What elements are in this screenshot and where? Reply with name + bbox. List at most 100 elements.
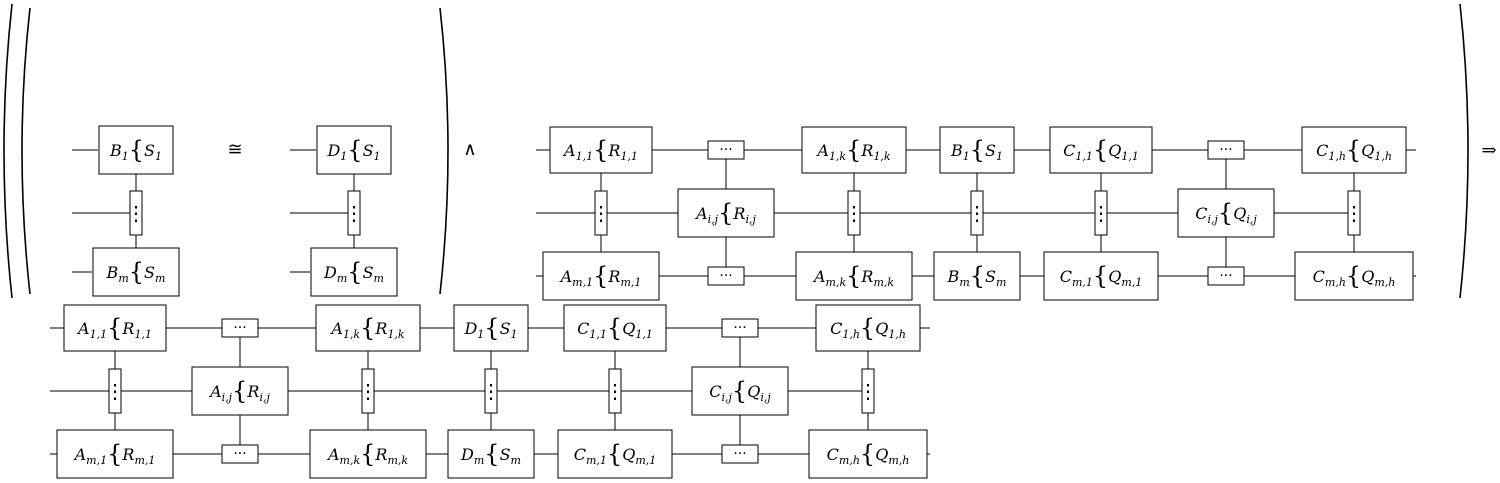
block-label-part: m,h [1325,276,1346,289]
block-label-part: 1,h [888,328,906,341]
block-label-part: m,1 [586,454,607,467]
block-left_D-bottom: Dm{Sm [310,247,398,297]
block-frame [1043,251,1159,301]
block-label-part: m,1 [635,454,656,467]
block-big_top-r3-cmh: Cm,h{Qm,h [1294,251,1414,301]
block-frame [815,304,921,352]
hdots-box: ··· [721,318,759,338]
and-symbol: ∧ [463,139,476,160]
block-frame [563,304,667,352]
block-label-part: { [1093,262,1108,290]
block-label-part: A [815,141,829,160]
block-label-part: 1,k [387,328,404,341]
block-frame [310,247,398,297]
block-big_top-r2-cij: Ci,j{Qi,j [1177,188,1275,238]
block-label-part: S [363,141,374,160]
block-frame [1301,126,1407,174]
vdots-label: ⋮ [358,379,378,403]
block-big_bottom-r3-am1: Am,1{Rm,1 [56,429,174,479]
vdots-box: ⋮ [344,190,364,236]
block-label-part: 1 [340,150,347,163]
block-label-part: 1,h [1328,150,1346,163]
block-label-part: m,1 [134,454,155,467]
block-label: B1{S1 [109,136,162,164]
block-label-part: R [121,319,134,338]
vdots-box: ⋮ [481,368,501,414]
block-label-part: D [463,319,477,338]
block-label-part: { [970,262,985,290]
block-left_B-bottom: Bm{Sm [92,247,180,297]
block-label: Am,k{Rm,k [326,440,408,468]
hdots-label: ··· [233,446,246,462]
block-label: A1,1{R1,1 [76,314,152,342]
block-label-part: { [360,314,375,342]
block-label-part: R [732,204,745,223]
block-label-part: { [593,136,608,164]
block-label-part: 1 [155,150,162,163]
block-label-part: i,j [721,391,732,404]
block-left_D-top: D1{S1 [316,125,392,175]
block-label-part: C [827,445,839,464]
hdots-frame [707,266,745,286]
outer-right-paren [1459,3,1469,299]
block-frame [939,126,1015,174]
block-label-part: m,k [387,454,408,467]
block-frame [315,304,421,352]
vdots-label: ⋮ [844,201,864,225]
block-label-part: Q [875,319,888,338]
block-big_bottom-r1-a1k: A1,k{R1,k [315,304,421,352]
block-big_bottom-r1-c1h: C1,h{Q1,h [815,304,921,352]
block-frame [98,125,174,175]
block-big_bottom-r1-s1: D1{S1 [453,304,529,352]
block-frame [801,126,907,174]
block-label-part: { [347,136,362,164]
block-label: D1{S1 [326,136,380,164]
hdots-box: ··· [707,266,745,286]
block-label-part: { [593,262,608,290]
hdots-box: ··· [1207,266,1245,286]
block-big_bottom-r1-a11: A1,1{R1,1 [63,304,167,352]
block-label-part: A [208,382,222,401]
block-label-part: i,j [1246,213,1257,226]
block-label-part: Q [1108,141,1121,160]
block-label-part: { [360,440,375,468]
vdots-frame [108,368,122,414]
block-label-part: 1,k [829,150,846,163]
hdots-box: ··· [721,444,759,464]
block-big_top-r1-c11: C1,1{Q1,1 [1049,126,1153,174]
vdots-label: ⋮ [591,201,611,225]
block-label-part: D [326,141,340,160]
block-label-part: { [484,440,499,468]
block-frame [795,251,913,301]
block-label-part: { [1218,199,1233,227]
block-label-part: S [500,445,511,464]
block-label: B1{S1 [950,136,1003,164]
block-label-part: C [1060,267,1072,286]
block-label-part: m,1 [1072,276,1093,289]
implies-symbol: ⇒ [1481,140,1496,161]
block-frame [808,429,928,479]
vdots-label: ⋮ [1344,201,1364,225]
block-label: Cm,h{Qm,h [1313,262,1396,290]
vdots-frame [861,368,875,414]
block-label-part: { [1093,136,1108,164]
hdots-frame [707,140,745,160]
block-label-part: { [107,314,122,342]
block-big_top-r3-am1: Am,1{Rm,1 [542,251,660,301]
block-label: Dm{Sm [323,258,384,286]
boxes: ⋮B1{S1Bm{Sm⋮D1{S1Dm{SmA1,1{R1,1···A1,k{R… [56,125,1414,479]
block-big_top-r1-s1: B1{S1 [939,126,1015,174]
vdots-box: ⋮ [1344,190,1364,236]
block-label-part: C [1313,267,1325,286]
block-label-part: 1,1 [90,328,108,341]
block-big_bottom-r3-sm: Dm{Sm [447,429,535,479]
vdots-label: ⋮ [605,379,625,403]
block-label-part: B [106,263,119,282]
block-frame [557,429,673,479]
block-label-part: 1,1 [635,328,653,341]
block-label-part: { [484,314,499,342]
vdots-label: ⋮ [126,201,146,225]
block-label-part: Q [747,382,760,401]
block-big_bottom-r3-amk: Am,k{Rm,k [309,429,427,479]
block-frame [191,366,289,416]
